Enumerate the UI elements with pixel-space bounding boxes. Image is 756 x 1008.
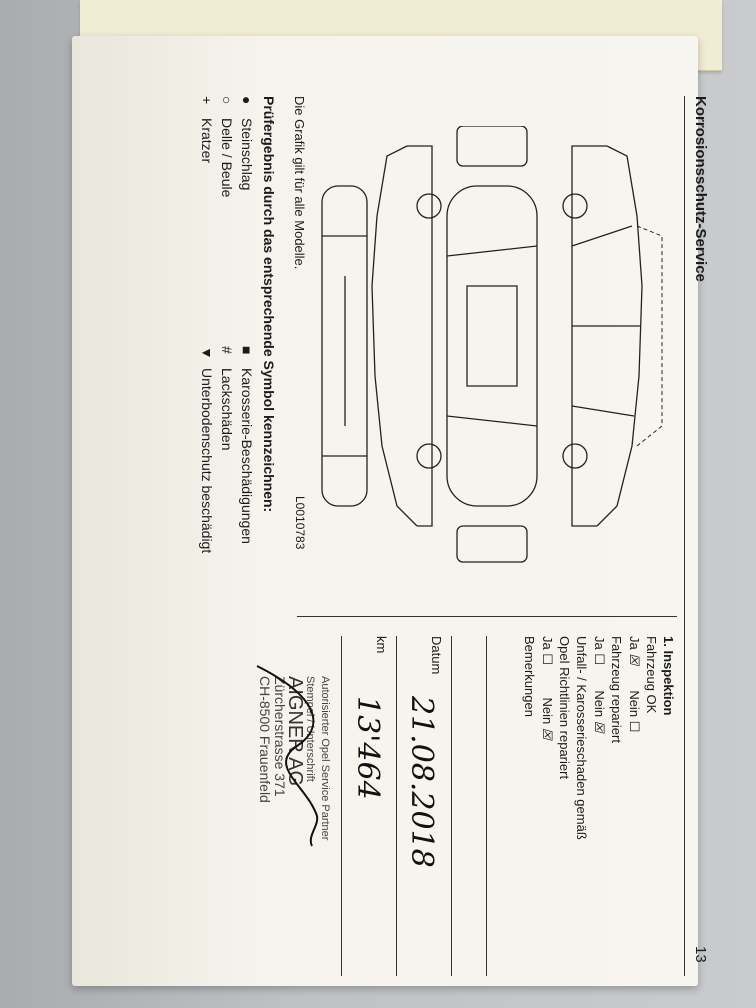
side-view-top-left (596, 145, 643, 527)
column-divider (297, 616, 677, 617)
page-title: Korrosionsschutz-Service (692, 96, 709, 282)
legend-label: Karosserie-Beschädigungen (239, 368, 255, 544)
date-label: Datum (429, 636, 444, 675)
legend-item: ■ Karosserie-Beschädigungen (239, 346, 255, 544)
km-line (341, 636, 342, 976)
vehicle-ok-options: Ja ☒ Nein ☐ (625, 636, 643, 840)
remarks-label: Bemerkungen (522, 636, 537, 717)
body-damage-symbol: ■ (239, 346, 255, 355)
legend-item: # Lackschäden (219, 346, 235, 451)
inspection-heading: 1. Inspektion (661, 636, 676, 716)
vehicle-repaired-options: Ja ☐ Nein ☒ (590, 636, 608, 840)
km-label: km (374, 636, 389, 654)
yes-label: Ja (627, 636, 642, 650)
stone-chip-symbol: ● (239, 96, 255, 105)
vehicle-repaired-label: Fahrzeug repariert (609, 636, 624, 743)
no-label: Nein (540, 697, 555, 725)
legend-label: Kratzer (199, 118, 215, 164)
checkbox-empty[interactable]: ☐ (592, 653, 607, 666)
legend-item: ○ Delle / Beule (219, 96, 235, 197)
legend-item: ▼ Unterbodenschutz beschädigt (199, 346, 215, 553)
remarks-line (451, 636, 452, 976)
legend-label: Steinschlag (239, 118, 255, 191)
paint-damage-symbol: # (219, 346, 235, 354)
km-value: 13'464 (350, 696, 385, 800)
accident-label-1: Unfall- / Karosserieschaden gemäß (574, 636, 589, 840)
no-label: Nein (592, 690, 607, 718)
yes-label: Ja (592, 636, 607, 650)
page-content: Korrosionsschutz-Service 13 (177, 96, 737, 996)
remarks-line (486, 636, 487, 976)
checkbox-checked[interactable]: ☒ (539, 727, 554, 740)
no-label: Nein (627, 690, 642, 718)
checkbox-empty[interactable]: ☐ (540, 653, 555, 666)
checkbox-checked[interactable]: ☒ (591, 720, 606, 733)
signature (256, 665, 319, 847)
legend-label: Delle / Beule (219, 118, 235, 198)
checkbox-checked[interactable]: ☒ (626, 653, 641, 666)
legend-label: Unterbodenschutz beschädigt (199, 368, 215, 554)
accident-options: Ja ☐ Nein ☒ (538, 636, 556, 840)
accident-label-2: Opel Richtlinien repariert (557, 636, 572, 780)
date-value: 21.08.2018 (404, 696, 439, 868)
booklet-page: Korrosionsschutz-Service 13 (72, 36, 709, 986)
yes-label: Ja (540, 636, 555, 650)
scratch-symbol: + (199, 96, 215, 105)
header-rule (684, 96, 685, 976)
figure-note: Die Grafik gilt für alle Modelle. (292, 96, 307, 270)
underbody-damage-symbol: ▼ (199, 346, 215, 360)
page-number: 13 (692, 946, 709, 963)
figure-code: L0010783 (293, 496, 307, 550)
car-body-diagram (321, 126, 663, 563)
vehicle-ok-label: Fahrzeug OK (644, 636, 659, 714)
checkbox-empty[interactable]: ☐ (627, 720, 642, 733)
legend-label: Lackschäden (219, 368, 235, 451)
inspection-block: 1. Inspektion Fahrzeug OK Ja ☒ Nein ☐ Fa… (521, 636, 677, 840)
legend-item: + Kratzer (199, 96, 215, 163)
legend-item: ● Steinschlag (239, 96, 255, 190)
legend-title: Prüfergebnis durch das entsprechende Sym… (261, 96, 277, 513)
top-view (446, 185, 538, 507)
date-line (396, 636, 397, 976)
dent-symbol: ○ (219, 96, 235, 105)
